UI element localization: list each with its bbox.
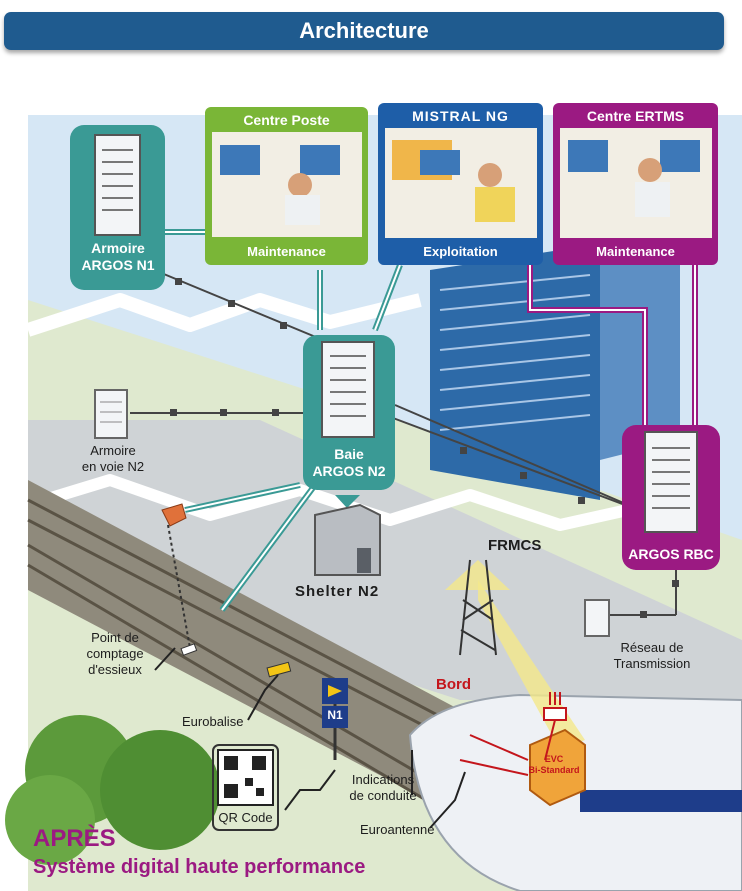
axle-counter-sensor: [180, 643, 198, 656]
server-cabinet-icon: [321, 341, 375, 438]
title-banner: Architecture: [4, 12, 724, 50]
building-windows: [439, 274, 591, 431]
argos-rbc-node: [622, 425, 720, 570]
qr-code-frame: [212, 744, 279, 831]
network-link-nodes: [170, 278, 679, 618]
qr-code-icon: [217, 749, 274, 806]
reseau-line2: Transmission: [613, 656, 691, 671]
qr-code-label: QR Code: [218, 810, 273, 825]
centre-ertms-node: [553, 103, 718, 265]
mistral-title: MISTRAL NG: [412, 108, 509, 124]
armoire-n1-line1: Armoire: [91, 240, 145, 256]
evc-label: EVC Bi-Standard: [522, 754, 586, 776]
indications-label: Indications de conduite: [338, 772, 428, 804]
centre-poste-node: [205, 107, 368, 265]
axle-counter-device: [161, 503, 187, 527]
euroantenne-label: Euroantenne: [360, 822, 435, 837]
eurobalise-label: Eurobalise: [182, 714, 244, 729]
point-comptage-label: Point de comptage d'essieux: [70, 630, 160, 678]
onboard-signal-lines: [459, 692, 561, 776]
point-comptage-line2: comptage: [86, 646, 144, 661]
baie-n2-line1: Baie: [334, 446, 364, 462]
frmcs-signal-top: [445, 560, 510, 590]
office-building-side: [560, 235, 680, 460]
armoire-n1-label: Armoire ARGOS N1: [66, 240, 170, 274]
reseau-cabinet-icon: [584, 599, 610, 637]
frmcs-tower-icon: [459, 559, 497, 656]
centre-ertms-title: Centre ERTMS: [586, 108, 685, 124]
footer-subtitle: Système digital haute performance: [33, 856, 366, 878]
shelter-label: Shelter N2: [295, 583, 380, 600]
callout-leaders: [154, 647, 466, 829]
evc-box-icon: [529, 728, 586, 807]
bord-label: Bord: [436, 676, 471, 693]
onboard-antenna-icon: [543, 707, 567, 721]
axle-counter-cable: [167, 524, 191, 649]
baie-argos-n2-node: [303, 335, 395, 490]
evc-line1: EVC: [544, 754, 564, 764]
armoire-voie-line2: en voie N2: [81, 459, 145, 474]
mistral-role: Exploitation: [423, 244, 498, 259]
sign-label: N1: [327, 708, 343, 722]
trees: [5, 715, 220, 865]
armoire-voie-label: Armoire en voie N2: [68, 443, 158, 475]
link-arrows: [165, 229, 698, 612]
page-title: Architecture: [299, 18, 429, 43]
track-sign-post: [322, 678, 348, 760]
white-divider-upper: [25, 293, 422, 337]
point-comptage-line1: Point de: [91, 630, 139, 645]
footer-title: APRÈS: [33, 825, 116, 852]
mistral-ng-node: [378, 103, 543, 265]
centre-poste-title: Centre Poste: [243, 112, 330, 128]
indications-line1: Indications: [351, 772, 415, 787]
centre-poste-role: Maintenance: [247, 244, 326, 259]
armoire-en-voie-icon: [94, 389, 128, 439]
armoire-n1-line2: ARGOS N1: [81, 257, 155, 273]
shelter-building-icon: [314, 503, 381, 576]
indications-line2: de conduite: [349, 788, 417, 803]
armoire-argos-n1-node: [70, 125, 165, 290]
point-comptage-line3: d'essieux: [88, 662, 142, 677]
platform-area: [28, 420, 742, 700]
reseau-line1: Réseau de: [620, 640, 684, 655]
reseau-label: Réseau de Transmission: [592, 640, 712, 672]
evc-line2: Bi-Standard: [528, 765, 580, 775]
frmcs-label: FRMCS: [488, 537, 542, 554]
baie-n2-label: Baie ARGOS N2: [300, 446, 398, 480]
eurobalise-device: [266, 661, 292, 678]
baie-n2-line2: ARGOS N2: [312, 463, 386, 479]
rbc-label: ARGOS RBC: [628, 546, 714, 562]
centre-ertms-role: Maintenance: [596, 244, 675, 259]
armoire-voie-line1: Armoire: [90, 443, 136, 458]
